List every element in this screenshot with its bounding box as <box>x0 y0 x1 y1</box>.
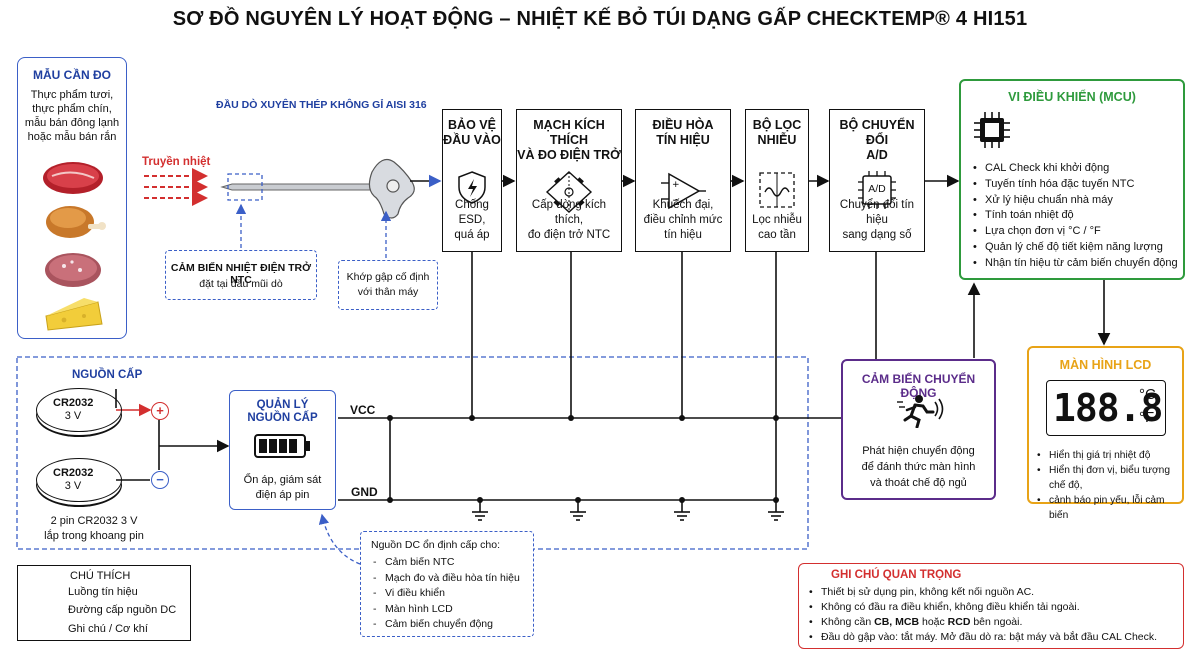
lcd-item: cảnh báo pin yếu, lỗi cảm biến <box>1037 493 1182 523</box>
battery-icon <box>254 434 310 458</box>
ntc-sensor-title: CẢM BIẾN NHIỆT ĐIỆN TRỞ NTC <box>170 262 312 286</box>
ground-symbols <box>472 500 784 521</box>
lcd-function-list: Hiển thị giá trị nhiệt độ Hiển thị đơn v… <box>1037 448 1182 523</box>
adc-chip-text: A/D <box>868 183 886 195</box>
mcu-box: VI ĐIỀU KHIỂN (MCU) CAL Check khi khởi đ… <box>959 79 1185 280</box>
dc-note-title: Nguồn DC ổn định cấp cho: <box>371 539 500 551</box>
mcu-title: VI ĐIỀU KHIỂN (MCU) <box>1008 90 1136 104</box>
lcd-item: Hiển thị giá trị nhiệt độ <box>1037 448 1182 463</box>
running-person-icon <box>897 395 944 428</box>
lcd-title: MÀN HÌNH LCD <box>1059 358 1152 372</box>
motion-sensor-title: CẢM BIẾN CHUYỂN ĐỘNG <box>861 372 976 400</box>
battery-2-type: CR2032 <box>53 467 94 479</box>
dc-supply-note: Nguồn DC ổn định cấp cho: Cảm biến NTC M… <box>360 531 534 637</box>
important-notes-box: GHI CHÚ QUAN TRỌNG Thiết bị sử dụng pin,… <box>798 563 1184 649</box>
lcd-screen: 188.8 °C °F <box>1046 380 1166 436</box>
motion-sensor-box: CẢM BIẾN CHUYỂN ĐỘNG Phát hiện chuyển độ… <box>841 359 996 500</box>
hinge-callout: Khớp gập cố định với thân máy <box>338 260 438 310</box>
sample-title: MẪU CẦN ĐO <box>33 68 111 82</box>
sample-desc: Thực phẩm tươi, thực phẩm chín, mẫu bán … <box>24 89 120 143</box>
battery-2-voltage: 3 V <box>64 480 82 492</box>
microchip-icon <box>974 112 1010 148</box>
probe-shaft <box>220 159 415 219</box>
dc-note-list: Cảm biến NTC Mạch đo và điều hòa tín hiệ… <box>373 555 520 633</box>
legend-box: CHÚ THÍCH Luồng tín hiệu Đường cấp nguồn… <box>17 565 191 641</box>
cheese-icon <box>45 298 103 331</box>
note-item: Không cần CB, MCB hoặc RCD bên ngoài. <box>809 615 1157 630</box>
lcd-digits: 188.8 <box>1053 386 1163 430</box>
mcu-function-list: CAL Check khi khởi động Tuyến tính hóa đ… <box>973 161 1178 272</box>
page-title: SƠ ĐỒ NGUYÊN LÝ HOẠT ĐỘNG – NHIỆT KẾ BỎ … <box>172 8 1028 30</box>
gnd-label: GND <box>351 485 378 499</box>
mcu-item: Xử lý hiệu chuẩn nhà máy <box>973 193 1178 209</box>
note-item: Thiết bị sử dụng pin, không kết nối nguồ… <box>809 585 1157 600</box>
heat-transfer-label: Truyền nhiệt <box>142 156 211 168</box>
legend-signal-flow: Luồng tín hiệu <box>68 586 138 598</box>
minus-terminal: − <box>151 471 169 489</box>
legend-note-mechanical: Ghi chú / Cơ khí <box>68 623 148 635</box>
hinge-line-1: Khớp gập cố định <box>346 271 430 283</box>
mcu-item: Quản lý chế độ tiết kiệm năng lượng <box>973 240 1178 256</box>
note-item: Đầu dò gập vào: tắt máy. Mở đầu dò ra: b… <box>809 630 1157 645</box>
dc-note-item: Cảm biến chuyển động <box>373 617 520 633</box>
mcu-item: Lựa chọn đơn vị °C / °F <box>973 224 1178 240</box>
mcu-item: Tuyến tính hóa đặc tuyến NTC <box>973 177 1178 193</box>
motion-sensor-desc: Phát hiện chuyển động để đánh thức màn h… <box>861 445 976 489</box>
dc-note-item: Vi điều khiển <box>373 586 520 602</box>
roast-chicken-icon <box>46 206 106 238</box>
svg-text:−: − <box>672 196 680 206</box>
power-mgmt-title-1: QUẢN LÝ <box>256 399 309 411</box>
filter-icon <box>759 172 795 208</box>
lcd-item: Hiển thị đơn vị, biểu tượng chế độ, <box>1037 463 1182 493</box>
battery-1: CR2032 3 V <box>36 388 122 432</box>
dc-note-item: Cảm biến NTC <box>373 555 520 571</box>
shield-icon <box>458 171 486 204</box>
amplifier-icon: + − <box>661 172 706 210</box>
sample-box: MẪU CẦN ĐO Thực phẩm tươi, thực phẩm chí… <box>17 57 127 339</box>
power-mgmt-title-2: NGUỒN CẤP <box>247 412 318 424</box>
lcd-unit-f: °F <box>1139 409 1155 426</box>
legend-power-line: Đường cấp nguồn DC <box>68 604 177 616</box>
lcd-box: MÀN HÌNH LCD 188.8 °C °F Hiển thị giá tr… <box>1027 346 1184 521</box>
power-mgmt-desc-1: Ổn áp, giám sát <box>243 474 322 486</box>
battery-1-voltage: 3 V <box>64 410 82 422</box>
plus-terminal: + <box>151 402 169 420</box>
ntc-sensor-callout: CẢM BIẾN NHIỆT ĐIỆN TRỞ NTC đặt tại đầu … <box>165 250 317 300</box>
hinge-line-2: với thân máy <box>357 286 419 298</box>
lcd-unit-c: °C <box>1139 386 1156 403</box>
bridge-circuit-icon <box>545 171 593 213</box>
raw-steak-icon <box>43 162 103 194</box>
mcu-item: CAL Check khi khởi động <box>973 161 1178 177</box>
heat-arrows <box>144 168 208 206</box>
dc-note-item: Mạch đo và điều hòa tín hiệu <box>373 571 520 587</box>
adc-chip-icon: A/D <box>857 170 897 210</box>
ntc-sensor-sub: đặt tại đầu mũi dò <box>199 278 283 290</box>
notes-title: GHI CHÚ QUAN TRỌNG <box>831 569 962 581</box>
mcu-item: Tính toán nhiệt độ <box>973 208 1178 224</box>
power-title: NGUỒN CẤP <box>72 369 143 381</box>
battery-2: CR2032 3 V <box>36 458 122 502</box>
dc-note-item: Màn hình LCD <box>373 602 520 618</box>
power-mgmt-desc-2: điện áp pin <box>255 489 310 501</box>
battery-1-type: CR2032 <box>53 397 94 409</box>
note-item: Không có đầu ra điều khiển, không điều k… <box>809 600 1157 615</box>
food-samples-illustration <box>43 162 106 331</box>
mcu-item: Nhận tín hiệu từ cảm biến chuyển động <box>973 256 1178 272</box>
probe-label: ĐẦU DÒ XUYÊN THÉP KHÔNG GỈ AISI 316 <box>216 99 427 111</box>
notes-list: Thiết bị sử dụng pin, không kết nối nguồ… <box>809 585 1157 645</box>
legend-title: CHÚ THÍCH <box>70 570 131 582</box>
power-management-box: QUẢN LÝ NGUỒN CẤP Ổn áp, giám sát điện á… <box>229 390 336 510</box>
battery-note: 2 pin CR2032 3 V lắp trong khoang pin <box>44 515 144 542</box>
vcc-label: VCC <box>350 403 376 417</box>
svg-text:+: + <box>672 180 680 190</box>
frozen-meat-icon <box>45 253 101 287</box>
